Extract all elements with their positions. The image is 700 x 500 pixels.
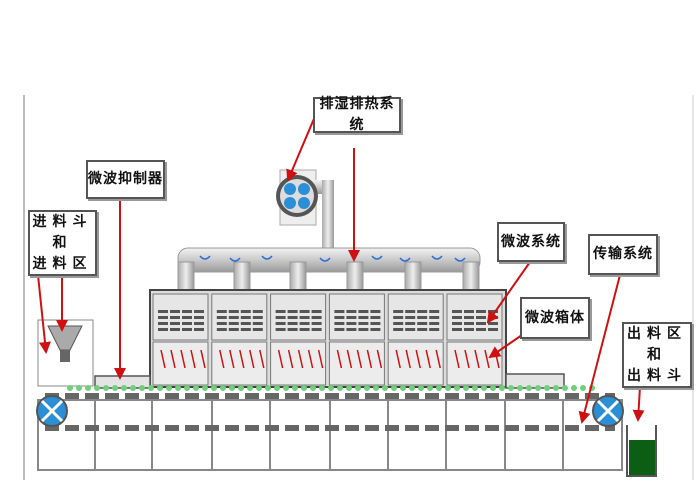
label-microwave-cabinet: 微波箱体 bbox=[520, 297, 590, 339]
product-piece bbox=[472, 385, 478, 391]
product-piece bbox=[220, 385, 226, 391]
product-piece bbox=[382, 385, 388, 391]
product-piece bbox=[436, 385, 442, 391]
label-feed-line2: 进料区 bbox=[32, 255, 93, 272]
conveyor-frame bbox=[37, 399, 623, 471]
product-piece bbox=[580, 385, 586, 391]
product-piece bbox=[103, 385, 109, 391]
product-piece bbox=[499, 385, 505, 391]
product-piece bbox=[94, 385, 100, 391]
cabinet-module bbox=[152, 293, 209, 386]
label-exhaust-text: 排湿排热系统 bbox=[319, 96, 395, 133]
product-piece bbox=[112, 385, 118, 391]
product-piece bbox=[409, 385, 415, 391]
product-piece bbox=[562, 385, 568, 391]
product-piece bbox=[535, 385, 541, 391]
product-piece bbox=[517, 385, 523, 391]
product-piece bbox=[337, 385, 343, 391]
label-conveyor-text: 传输系统 bbox=[593, 246, 653, 262]
product-piece bbox=[229, 385, 235, 391]
roller-right bbox=[592, 395, 624, 427]
label-microwave-system: 微波系统 bbox=[497, 222, 565, 262]
product-piece bbox=[490, 385, 496, 391]
product-piece bbox=[373, 385, 379, 391]
product-piece bbox=[463, 385, 469, 391]
product-piece bbox=[238, 385, 244, 391]
cabinet-module bbox=[387, 293, 444, 386]
label-discharge-line2: 出料斗 bbox=[627, 367, 687, 384]
product-piece bbox=[553, 385, 559, 391]
label-suppressor-text: 微波抑制器 bbox=[88, 171, 163, 187]
product-piece bbox=[157, 385, 163, 391]
product-piece bbox=[571, 385, 577, 391]
label-cabinet-text: 微波箱体 bbox=[525, 309, 585, 326]
label-discharge-line1: 出料区和 bbox=[627, 325, 687, 363]
cabinet-module bbox=[270, 293, 327, 386]
product-piece bbox=[211, 385, 217, 391]
label-conveyor-system: 传输系统 bbox=[588, 234, 658, 275]
exhaust-fan bbox=[276, 169, 334, 252]
product-piece bbox=[427, 385, 433, 391]
product-piece bbox=[346, 385, 352, 391]
product-piece bbox=[202, 385, 208, 391]
product-piece bbox=[139, 385, 145, 391]
product-piece bbox=[355, 385, 361, 391]
label-feed-area: 进料斗和进料区 bbox=[28, 210, 97, 276]
product-piece bbox=[319, 385, 325, 391]
product-piece bbox=[283, 385, 289, 391]
product-piece bbox=[121, 385, 127, 391]
label-microwave-suppressor: 微波抑制器 bbox=[86, 160, 165, 199]
product-piece bbox=[454, 385, 460, 391]
label-discharge-area: 出料区和出料斗 bbox=[622, 322, 692, 388]
discharge-bin bbox=[626, 425, 657, 477]
product-piece bbox=[292, 385, 298, 391]
callout-arrows bbox=[37, 113, 645, 424]
label-microwave-system-text: 微波系统 bbox=[501, 233, 561, 250]
product-piece bbox=[130, 385, 136, 391]
product-piece bbox=[400, 385, 406, 391]
cabinet-module bbox=[328, 293, 385, 386]
product-piece bbox=[175, 385, 181, 391]
product-piece bbox=[526, 385, 532, 391]
cabinet-module bbox=[446, 293, 503, 386]
product-piece bbox=[328, 385, 334, 391]
product-piece bbox=[265, 385, 271, 391]
product-piece bbox=[445, 385, 451, 391]
exhaust-duct bbox=[177, 247, 481, 293]
microwave-cabinet bbox=[149, 289, 507, 388]
cabinet-module bbox=[211, 293, 268, 386]
product-piece bbox=[256, 385, 262, 391]
product-piece bbox=[391, 385, 397, 391]
product-on-belt bbox=[67, 385, 595, 391]
product-piece bbox=[301, 385, 307, 391]
product-piece bbox=[247, 385, 253, 391]
product-piece bbox=[85, 385, 91, 391]
product-piece bbox=[166, 385, 172, 391]
product-piece bbox=[184, 385, 190, 391]
product-piece bbox=[76, 385, 82, 391]
label-exhaust-system: 排湿排热系统 bbox=[313, 96, 401, 133]
label-feed-line1: 进料斗和 bbox=[32, 213, 93, 251]
product-piece bbox=[193, 385, 199, 391]
product-piece bbox=[364, 385, 370, 391]
product-piece bbox=[481, 385, 487, 391]
product-piece bbox=[418, 385, 424, 391]
feed-hopper bbox=[37, 319, 94, 387]
product-piece bbox=[67, 385, 73, 391]
product-piece bbox=[508, 385, 514, 391]
roller-left bbox=[36, 395, 68, 427]
product-piece bbox=[274, 385, 280, 391]
product-piece bbox=[148, 385, 154, 391]
product-piece bbox=[544, 385, 550, 391]
product-piece bbox=[310, 385, 316, 391]
